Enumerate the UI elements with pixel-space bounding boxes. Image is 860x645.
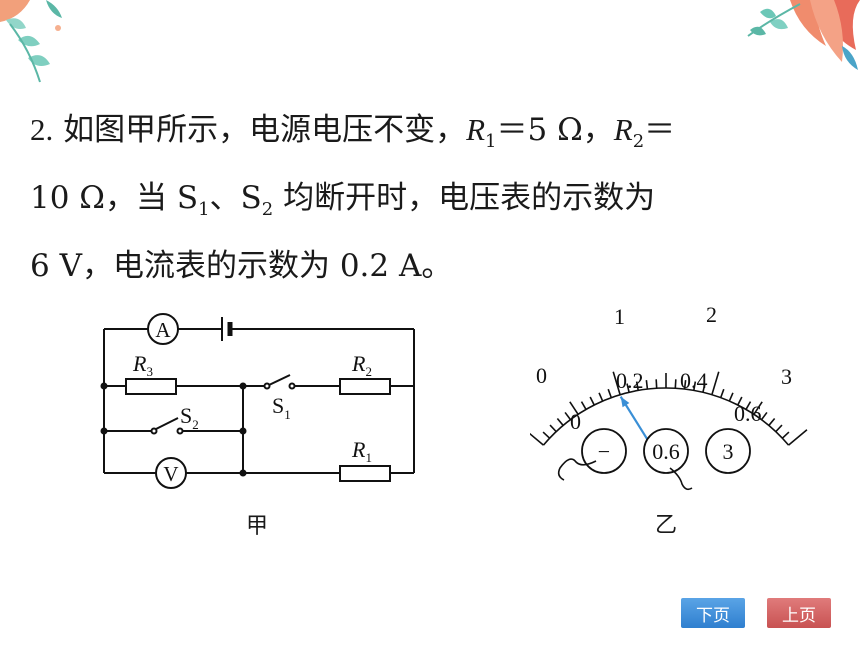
next-page-button[interactable]: 下页 xyxy=(681,598,745,628)
r2-variable: R xyxy=(613,112,633,147)
dial-tick xyxy=(564,411,572,421)
upper-scale-0: 0 xyxy=(536,363,547,388)
problem-intro: 如图甲所示，电源电压不变， xyxy=(63,112,467,148)
dial-tick xyxy=(607,388,613,398)
dial-tick xyxy=(530,432,544,446)
dial-tick xyxy=(781,431,790,439)
lower-scale-0-4: 0.4 xyxy=(680,368,708,393)
dial-tick xyxy=(549,424,557,433)
resistor-r2 xyxy=(339,378,391,395)
figure-caption-yi: 乙 xyxy=(655,513,678,538)
dial-tick xyxy=(612,371,621,395)
dial-tick xyxy=(760,411,768,421)
voltmeter-statement: 均断开时，电压表的示数为 xyxy=(273,180,656,216)
voltmeter-label: V xyxy=(163,462,178,486)
resistor-r3 xyxy=(125,378,177,395)
upper-scale-2: 2 xyxy=(706,302,717,327)
r2-value-and-s1: 10 Ω，当 S xyxy=(30,180,199,216)
dial-tick xyxy=(711,371,720,395)
ammeter-label: A xyxy=(155,318,171,342)
terminal-negative-label: − xyxy=(598,439,610,464)
s1-subscript: 1 xyxy=(198,199,210,221)
dial-tick xyxy=(674,379,677,389)
problem-text: 2. 如图甲所示，电源电压不变，R1＝5 Ω，R2＝ 10 Ω，当 S1、S2 … xyxy=(30,96,830,300)
r2-subscript: 2 xyxy=(632,131,645,153)
dial-tick xyxy=(728,392,734,402)
junction-dot xyxy=(100,382,108,390)
r2-circuit-label: R2 xyxy=(351,351,372,379)
dial-tick xyxy=(589,396,595,406)
dial-scale xyxy=(530,371,808,446)
dial-tick xyxy=(753,401,763,415)
resistor-r1 xyxy=(339,465,391,482)
upper-scale-3: 3 xyxy=(781,364,792,389)
s2-label: 、S xyxy=(209,180,262,216)
lower-scale-0-2: 0.2 xyxy=(616,368,644,393)
dial-tick xyxy=(788,429,808,446)
floral-decoration-right xyxy=(747,0,860,70)
dial-tick xyxy=(626,383,630,393)
r1-circuit-label: R1 xyxy=(351,437,372,465)
terminal-0-6-label: 0.6 xyxy=(652,439,680,464)
terminal-3-label: 3 xyxy=(723,439,734,464)
ammeter-dial: 0 1 2 3 0 0.2 0.4 0.6 − 0.6 3 xyxy=(530,302,808,491)
readings-statement: 6 V，电流表的示数为 0.2 A。 xyxy=(30,248,453,284)
dial-tick xyxy=(598,392,604,402)
s1-circuit-label: S1 xyxy=(272,393,291,422)
lower-scale-0-6: 0.6 xyxy=(734,401,762,426)
junction-dot xyxy=(239,382,247,390)
dial-tick xyxy=(655,379,658,389)
floral-decoration-left xyxy=(0,0,62,83)
terminal-0-6 xyxy=(643,428,689,474)
problem-line-2: 10 Ω，当 S1、S2 均断开时，电压表的示数为 xyxy=(30,164,830,232)
dial-tick xyxy=(702,383,706,393)
dial-tick xyxy=(737,396,743,406)
junction-dot xyxy=(239,427,247,435)
dial-tick xyxy=(645,380,649,390)
upper-scale-1: 1 xyxy=(614,304,625,329)
switch-s1 xyxy=(268,374,291,386)
s2-circuit-label: S2 xyxy=(180,403,199,432)
dial-tick xyxy=(683,380,687,390)
problem-number: 2. xyxy=(30,112,54,147)
dial-tick xyxy=(556,418,564,426)
s2-subscript: 2 xyxy=(261,199,274,221)
terminal-3 xyxy=(705,428,751,474)
dial-tick xyxy=(580,401,587,410)
wire-negative xyxy=(557,458,597,481)
switch-s2 xyxy=(155,417,179,430)
needle-head xyxy=(620,396,630,408)
dial-tick xyxy=(775,424,783,433)
dial-tick xyxy=(569,401,579,415)
r1-variable: R xyxy=(466,112,486,147)
r1-value: ＝5 Ω， xyxy=(496,112,614,148)
figure-caption-jia: 甲 xyxy=(246,514,269,539)
ammeter-symbol xyxy=(147,313,179,345)
wire-0-6 xyxy=(669,467,693,491)
problem-line-3: 6 V，电流表的示数为 0.2 A。 xyxy=(30,232,830,300)
dial-tick xyxy=(719,388,725,398)
dial-tick xyxy=(768,418,776,426)
dial-tick xyxy=(542,431,551,439)
dial-tick xyxy=(745,401,752,410)
r1-subscript: 1 xyxy=(485,131,497,153)
r3-label: R3 xyxy=(132,351,153,379)
dial-tick xyxy=(692,381,697,391)
problem-line-1: 2. 如图甲所示，电源电压不变，R1＝5 Ω，R2＝ xyxy=(30,96,830,164)
r2-equals: ＝ xyxy=(644,112,676,148)
previous-page-button[interactable]: 上页 xyxy=(767,598,831,628)
dial-tick xyxy=(635,381,640,391)
dial-arc xyxy=(542,387,790,446)
junction-dot xyxy=(100,427,108,435)
lower-scale-0: 0 xyxy=(570,409,581,434)
circuit-diagram: A V R3 R2 R1 S1 S2 xyxy=(100,313,415,489)
junction-dot xyxy=(239,469,247,477)
